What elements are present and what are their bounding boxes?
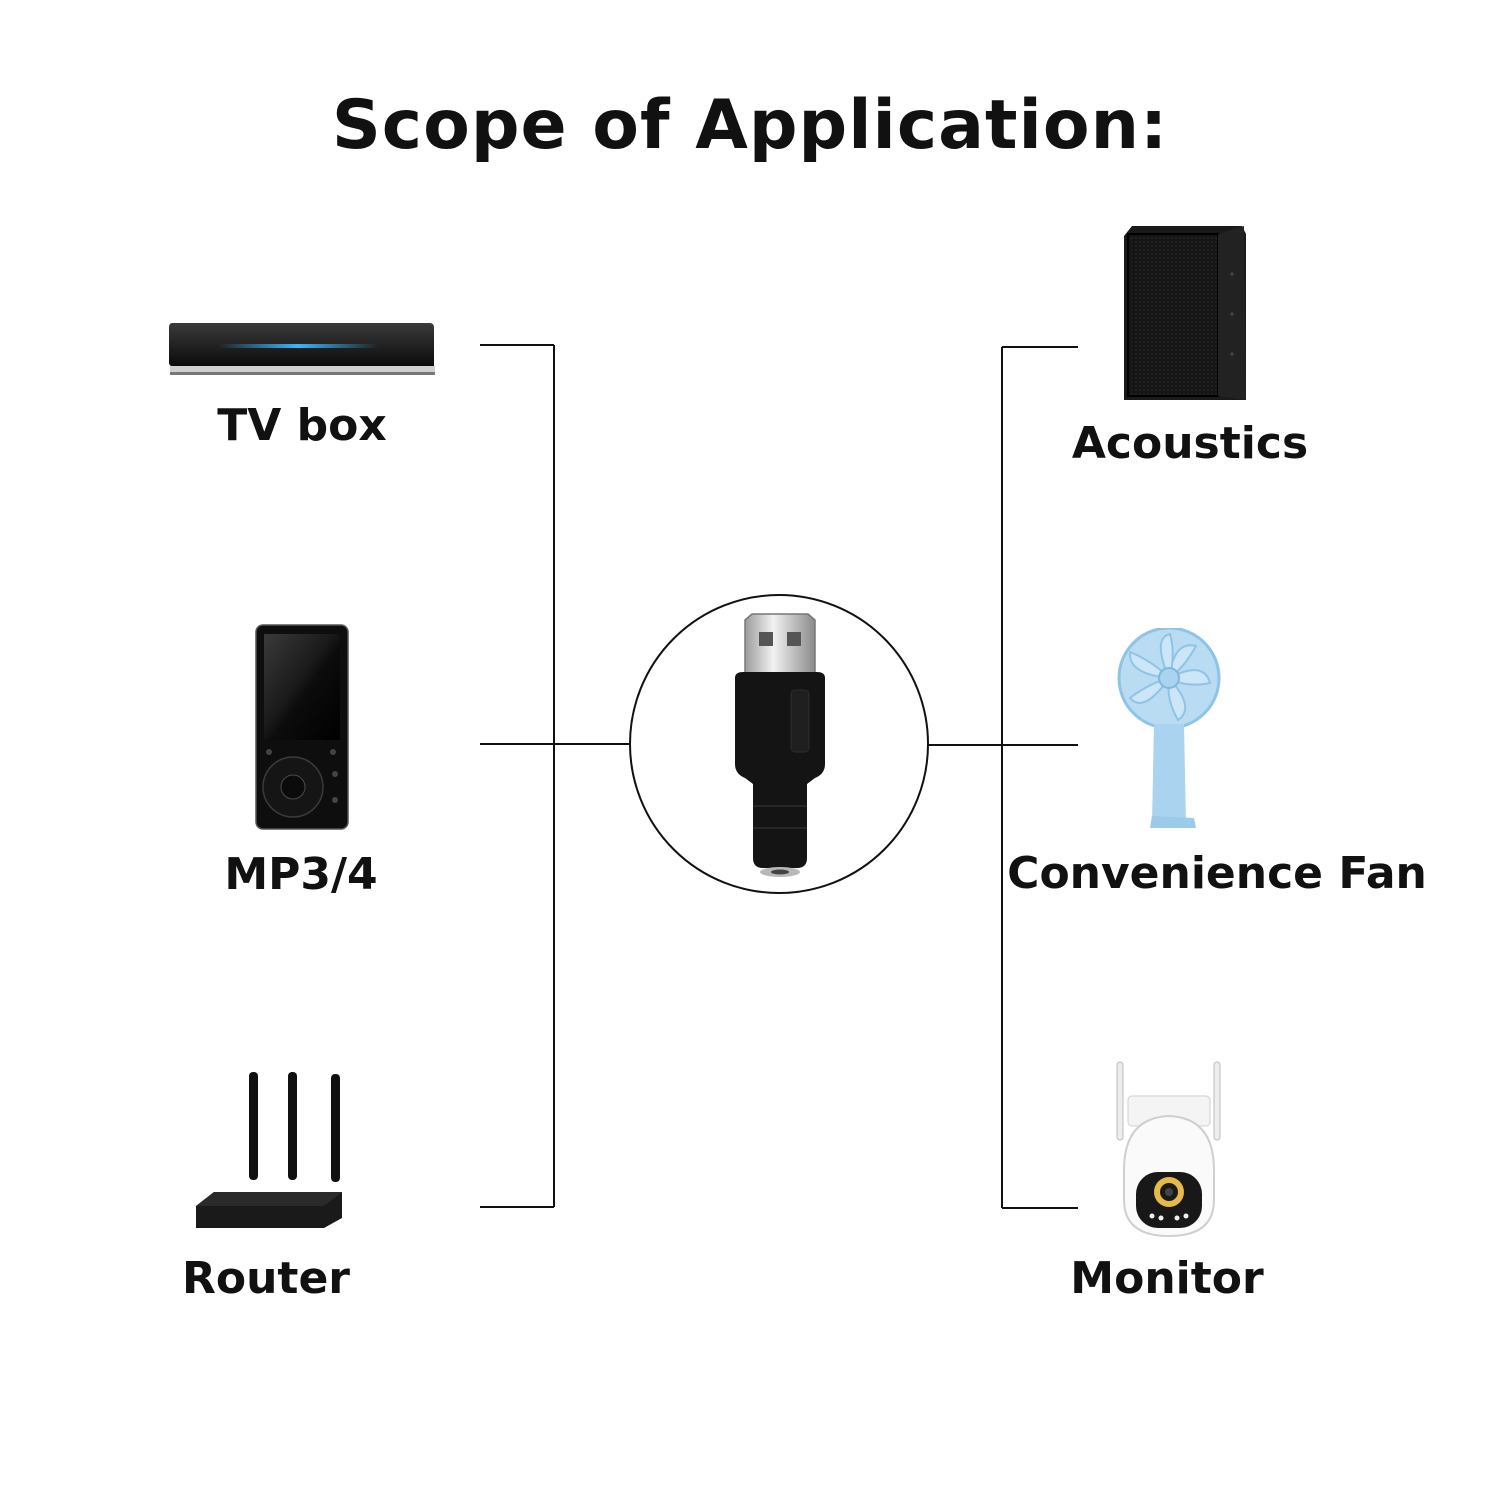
security-camera-icon bbox=[1116, 1061, 1221, 1238]
center-circle bbox=[629, 594, 929, 894]
page-title: Scope of Application: bbox=[331, 86, 1169, 165]
device-label-acoustics: Acoustics bbox=[1071, 418, 1309, 469]
device-label-fan: Convenience Fan bbox=[1007, 848, 1427, 899]
device-label-router: Router bbox=[181, 1253, 351, 1304]
usb-to-dc-adapter-icon bbox=[735, 613, 825, 877]
device-label-tv-box: TV box bbox=[217, 400, 387, 451]
monitor-device bbox=[1114, 1060, 1224, 1238]
speaker-icon bbox=[1124, 226, 1246, 400]
acoustics-device bbox=[1122, 224, 1248, 404]
router-icon bbox=[196, 1072, 342, 1228]
mp3-device bbox=[255, 624, 349, 830]
fan-device bbox=[1114, 628, 1224, 832]
device-label-monitor: Monitor bbox=[1070, 1253, 1264, 1304]
device-label-mp3: MP3/4 bbox=[224, 849, 378, 900]
tv-box-device bbox=[168, 320, 438, 380]
handheld-fan-icon bbox=[1117, 628, 1221, 828]
router-device bbox=[194, 1068, 344, 1230]
mp3-player-icon bbox=[255, 624, 349, 830]
tv-box-icon bbox=[169, 323, 435, 375]
